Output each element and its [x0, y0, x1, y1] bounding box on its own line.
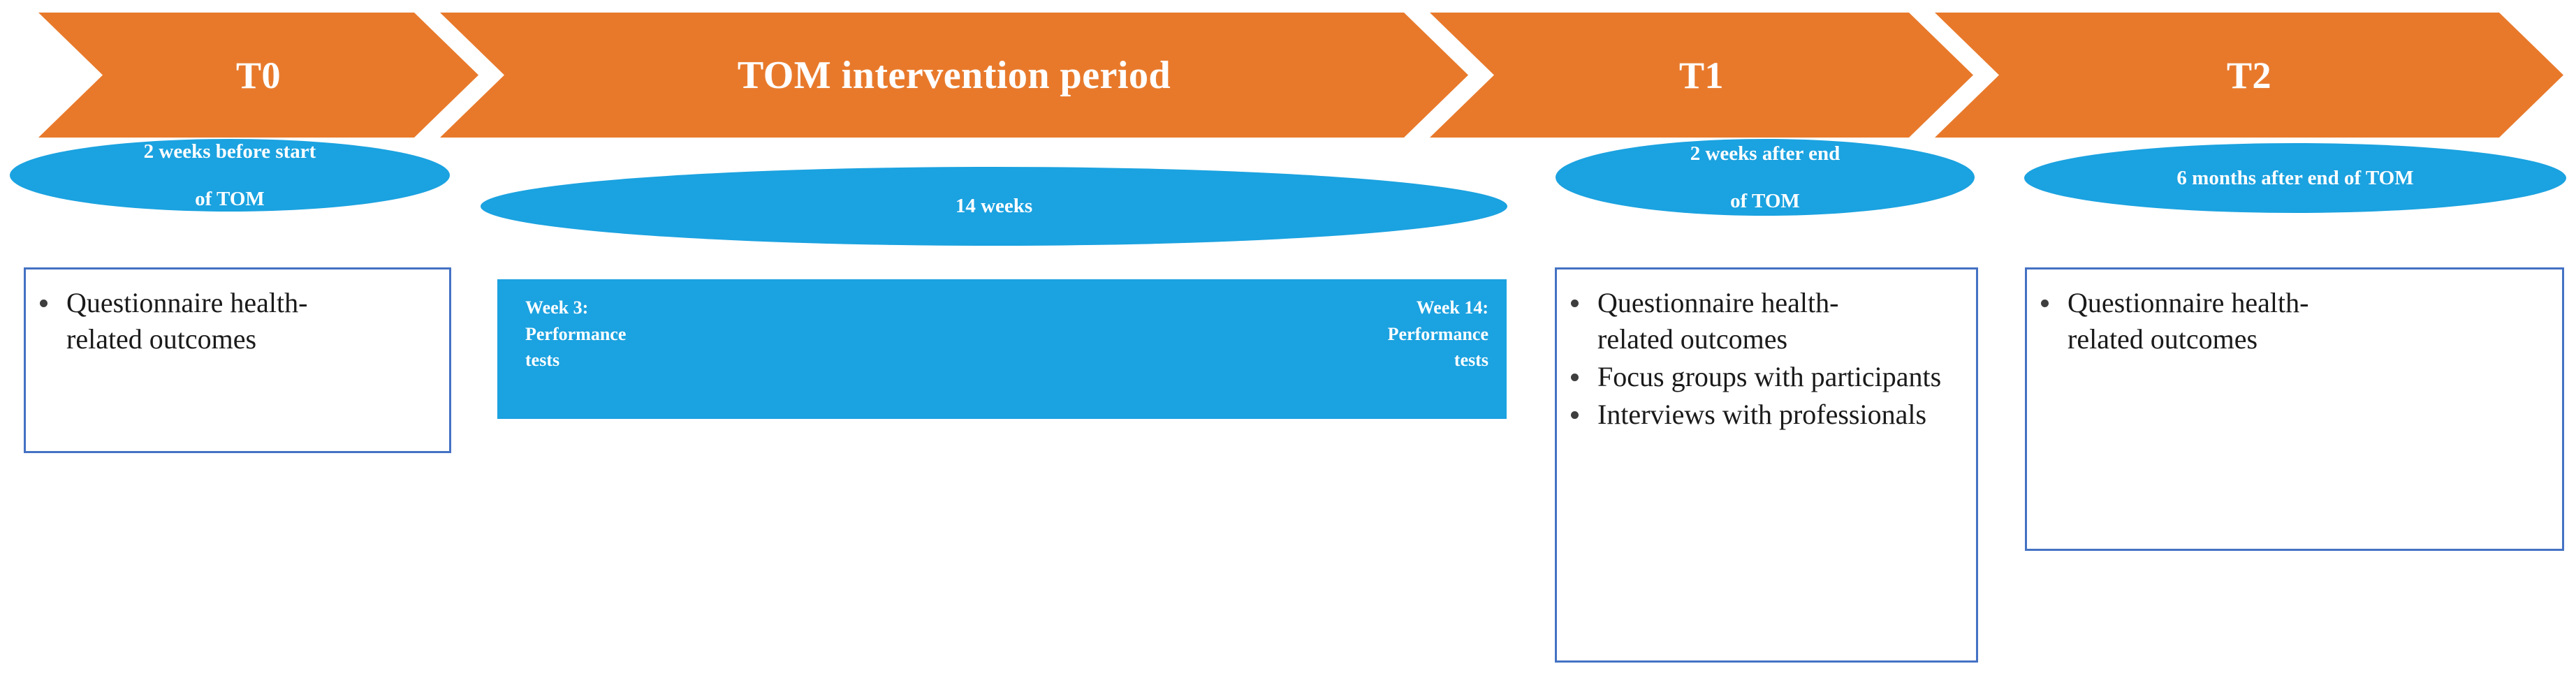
phase-arrow-t0: T0	[38, 13, 478, 138]
phase-arrow-label-tom: TOM intervention period	[737, 53, 1171, 97]
band-marker-line: Performance	[525, 323, 627, 344]
phase-arrow-label-t1: T1	[1678, 54, 1725, 96]
outcome-list-t2: Questionnaire health-related outcomes	[2027, 285, 2562, 357]
bullet-icon	[40, 299, 47, 307]
outcome-text: Questionnaire health-related outcomes	[2068, 287, 2309, 355]
outcome-list-t1: Questionnaire health-related outcomes Fo…	[1557, 285, 1976, 433]
outcome-text: Questionnaire health-related outcomes	[1597, 287, 1839, 355]
timing-line: 2 weeks after end	[1690, 142, 1840, 165]
outcome-item: Interviews with professionals	[1557, 397, 1933, 433]
band-marker-line: Week 3:	[525, 297, 589, 318]
outcome-item: Questionnaire health-related outcomes	[1557, 285, 1898, 357]
timing-ellipse-t2: 6 months after end of TOM	[2024, 143, 2566, 213]
band-marker-line: tests	[525, 350, 560, 371]
phase-arrow-label-t2: T2	[2226, 54, 2272, 96]
band-marker-line: Week 14:	[1416, 297, 1488, 318]
timing-ellipse-t1: 2 weeks after end of TOM	[1556, 139, 1975, 216]
phase-arrow-t2: T2	[1935, 13, 2563, 138]
band-marker-week-3: Week 3: Performance tests	[525, 295, 626, 374]
timing-ellipse-t0: 2 weeks before start of TOM	[10, 139, 450, 212]
bullet-icon	[1571, 411, 1579, 419]
bullet-icon	[1571, 373, 1579, 381]
timing-ellipse-text-t0: 2 weeks before start of TOM	[130, 140, 330, 212]
timing-ellipse-text-t2: 6 months after end of TOM	[2162, 166, 2427, 190]
intervention-band: Week 3: Performance tests Week 14: Perfo…	[497, 279, 1507, 419]
band-marker-week-14: Week 14: Performance tests	[1388, 295, 1488, 374]
timing-line: of TOM	[1730, 190, 1800, 213]
band-marker-line: tests	[1454, 350, 1488, 371]
timing-line: 6 months after end of TOM	[2176, 166, 2414, 189]
timing-ellipse-tom: 14 weeks	[481, 167, 1507, 246]
timing-ellipse-text-tom: 14 weeks	[942, 194, 1046, 218]
phase-arrow-label-t0: T0	[235, 54, 281, 96]
timing-line: of TOM	[195, 188, 265, 211]
timing-line: 2 weeks before start	[143, 140, 316, 163]
outcome-list-t0: Questionnaire health-related outcomes	[26, 285, 449, 357]
outcome-text: Interviews with professionals	[1597, 399, 1927, 430]
outcome-item: Focus groups with participants	[1557, 359, 1947, 395]
outcome-box-t0: Questionnaire health-related outcomes	[24, 267, 451, 453]
bullet-icon	[1571, 299, 1579, 307]
timing-line: 14 weeks	[955, 195, 1033, 218]
phase-arrow-tom: TOM intervention period	[440, 13, 1468, 138]
outcome-text: Focus groups with participants	[1597, 361, 1942, 392]
outcome-text: Questionnaire health-related outcomes	[66, 287, 308, 355]
outcome-box-t2: Questionnaire health-related outcomes	[2025, 267, 2564, 551]
outcome-item: Questionnaire health-related outcomes	[26, 285, 367, 357]
bullet-icon	[2041, 299, 2049, 307]
phase-arrow-t1: T1	[1430, 13, 1973, 138]
band-marker-line: Performance	[1387, 323, 1488, 344]
outcome-item: Questionnaire health-related outcomes	[2027, 285, 2368, 357]
outcome-box-t1: Questionnaire health-related outcomes Fo…	[1555, 267, 1978, 663]
timing-ellipse-text-t1: 2 weeks after end of TOM	[1676, 142, 1854, 214]
